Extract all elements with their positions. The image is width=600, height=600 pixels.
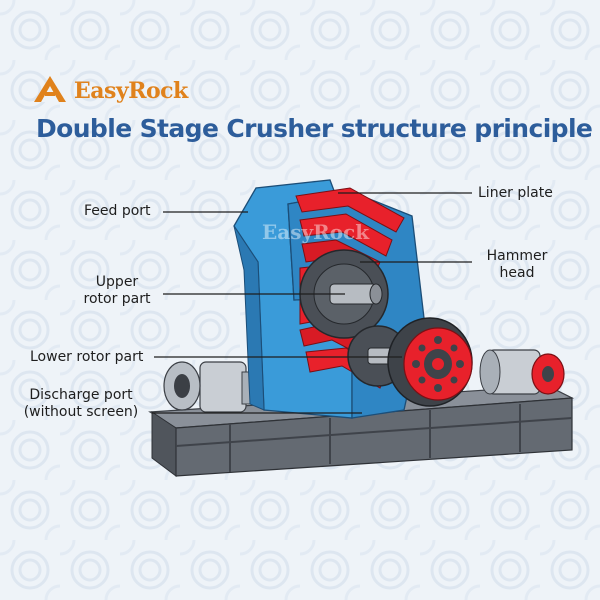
label-hammer-line1: Hammer <box>486 248 548 264</box>
easyrock-logo-icon <box>34 76 66 102</box>
flywheel <box>387 317 473 407</box>
page-title: Double Stage Crusher structure principle <box>36 114 593 143</box>
brand-name: EasyRock <box>74 78 188 104</box>
label-upper-rotor-line2: rotor part <box>83 291 151 307</box>
right-motor <box>479 349 565 395</box>
label-lower-rotor: Lower rotor part <box>30 349 144 365</box>
label-discharge-port: Discharge port (without screen) <box>12 387 150 421</box>
label-hammer-line2: head <box>499 265 535 281</box>
label-discharge-line2: (without screen) <box>23 404 139 420</box>
brand-logo: EasyRock <box>30 72 188 108</box>
label-upper-rotor: Upper rotor part <box>74 274 160 308</box>
watermark: EasyRock <box>262 220 370 244</box>
leader-lines <box>152 192 472 414</box>
label-discharge-line1: Discharge port <box>29 387 133 403</box>
label-feed-port: Feed port <box>84 203 151 219</box>
label-upper-rotor-line1: Upper <box>95 274 139 290</box>
label-liner-plate: Liner plate <box>478 185 553 201</box>
label-hammer-head: Hammer head <box>478 248 556 282</box>
